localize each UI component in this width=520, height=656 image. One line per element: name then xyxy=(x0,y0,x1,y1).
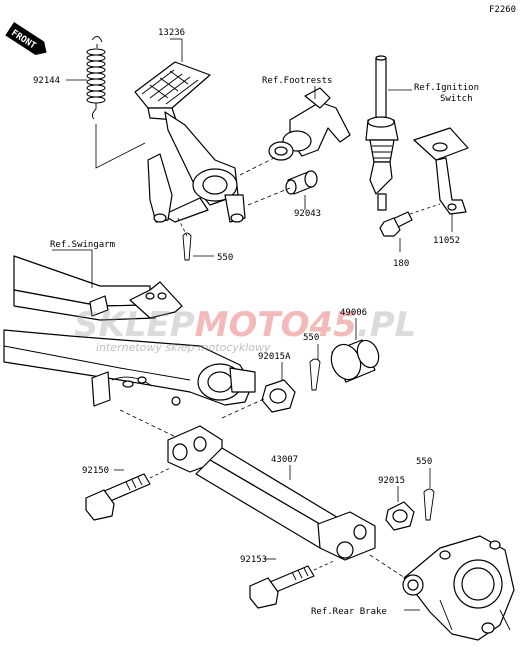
label-43007: 43007 xyxy=(271,455,298,465)
label-ref-ignition-line1: Ref.Ignition xyxy=(414,83,479,93)
footrest-bracket xyxy=(268,87,351,161)
watermark-logo: SKLEPMOTO45.PL internetowy sklep motocyk… xyxy=(74,305,416,354)
label-550-a: 550 xyxy=(217,253,233,263)
label-92144: 92144 xyxy=(33,76,60,86)
watermark-brand-a: SKLEP xyxy=(74,305,195,345)
rear-brake-caliper xyxy=(402,535,515,641)
cotter-pin-550-b xyxy=(309,358,321,391)
bracket-11052 xyxy=(413,127,469,215)
figure-code: F2260 xyxy=(489,5,516,15)
label-ref-ignition-line2: Switch xyxy=(440,94,473,104)
label-ref-footrests: Ref.Footrests xyxy=(262,76,332,86)
label-49006: 49006 xyxy=(340,308,367,318)
watermark-brand-c: 45 xyxy=(309,305,357,345)
label-ref-swingarm: Ref.Swingarm xyxy=(50,240,115,250)
washer-92015 xyxy=(385,501,415,531)
watermark-tagline: internetowy sklep motocyklowy xyxy=(96,341,271,354)
cotter-pin-550-a xyxy=(182,232,192,261)
spring-92144 xyxy=(86,36,106,120)
swingarm xyxy=(3,255,256,407)
pin-92043 xyxy=(285,170,318,195)
watermark-brand-b: MOTO xyxy=(195,305,310,345)
cotter-pin-550-c xyxy=(423,488,435,521)
label-11052: 11052 xyxy=(433,236,460,246)
nut-92015A xyxy=(261,379,296,413)
bolt-92153 xyxy=(249,565,315,609)
label-92015: 92015 xyxy=(378,476,405,486)
watermark-brand-d: .PL xyxy=(357,305,417,345)
label-ref-rear-brake: Ref.Rear Brake xyxy=(311,607,387,617)
label-92043: 92043 xyxy=(294,209,321,219)
label-92015A: 92015A xyxy=(258,352,291,362)
bolt-180 xyxy=(379,211,413,237)
bolt-92150 xyxy=(85,473,151,521)
svg-text:SKLEPMOTO45.PL: SKLEPMOTO45.PL xyxy=(74,305,416,345)
bushing-49006 xyxy=(330,339,380,383)
label-13236: 13236 xyxy=(158,28,185,38)
label-92150: 92150 xyxy=(82,466,109,476)
tie-rod-43007 xyxy=(167,425,376,561)
label-92153: 92153 xyxy=(240,555,267,565)
ignition-switch xyxy=(365,55,399,211)
front-direction-badge: FRONT xyxy=(5,22,47,56)
label-180: 180 xyxy=(393,259,409,269)
label-550-c: 550 xyxy=(416,457,432,467)
label-550-b: 550 xyxy=(303,333,319,343)
brake-pedal-13236 xyxy=(134,61,246,223)
